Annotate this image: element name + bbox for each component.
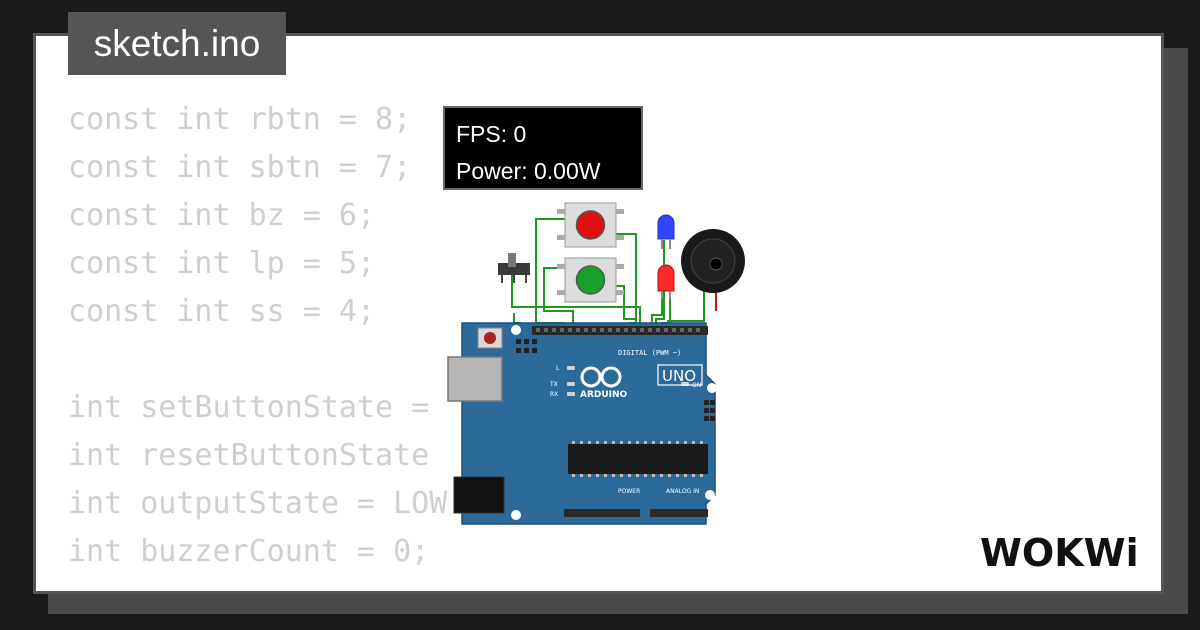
code-line: const int sbtn = 7; <box>68 150 412 185</box>
code-editor: const int rbtn = 8; const int sbtn = 7; … <box>68 100 768 580</box>
code-line: const int ss = 4; <box>68 294 376 329</box>
wire <box>616 233 637 331</box>
file-tab-label: sketch.ino <box>93 22 261 64</box>
power-label: POWER <box>618 488 640 495</box>
code-line: int setButtonState = <box>68 390 448 425</box>
piezo-buzzer <box>681 229 745 293</box>
l-led-label: L <box>556 365 560 372</box>
simulation-stats-panel: FPS: 0 Power: 0.00W <box>443 106 643 190</box>
code-line: const int bz = 6; <box>68 198 376 233</box>
slide-switch[interactable] <box>498 253 530 283</box>
code-line: const int lp = 5; <box>68 246 376 281</box>
uno-label: UNO <box>662 367 696 385</box>
code-line: int outputState = LOW <box>68 486 448 521</box>
arduino-logo-icon <box>580 366 622 388</box>
set-pushbutton[interactable] <box>557 257 624 303</box>
code-line: int buzzerCount = 0; <box>68 534 430 569</box>
tx-led-label: TX <box>549 381 558 388</box>
wire <box>543 267 574 331</box>
circuit-diagram: DIGITAL (PWM ~) L TX RX ON UNO ARDUINO <box>447 202 745 525</box>
wokwi-logo: WOKWi <box>980 531 1139 575</box>
code-line: int resetButtonState <box>68 438 430 473</box>
arduino-uno-board: DIGITAL (PWM ~) L TX RX ON UNO ARDUINO <box>447 322 717 525</box>
digital-label: DIGITAL (PWM ~) <box>618 349 681 357</box>
fps-readout: FPS: 0 <box>456 121 527 147</box>
rx-led-label: RX <box>550 391 558 398</box>
red-led <box>657 264 675 299</box>
code-line: const int rbtn = 8; <box>68 102 412 137</box>
analog-label: ANALOG IN <box>666 488 699 495</box>
arduino-brand-label: ARDUINO <box>580 390 628 400</box>
wokwi-logo-text: WOKWi <box>980 531 1139 575</box>
power-readout: Power: 0.00W <box>456 158 601 184</box>
blue-led <box>657 214 675 249</box>
reset-pushbutton[interactable] <box>557 202 624 248</box>
file-tab[interactable]: sketch.ino <box>68 12 286 75</box>
